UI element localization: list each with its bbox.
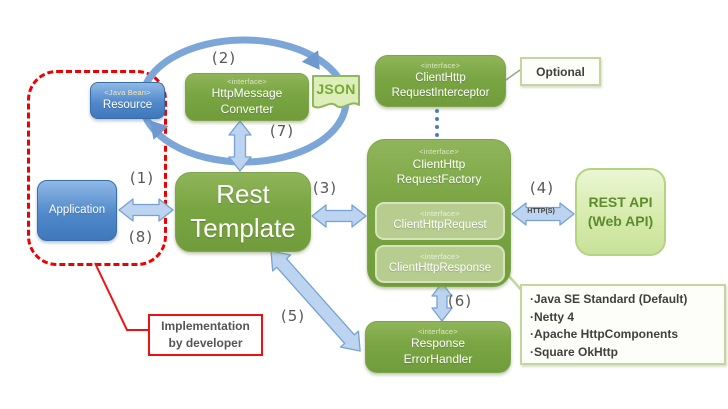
node-http-message-converter: <interface> HttpMessage Converter — [185, 73, 309, 121]
implementation-list-item: ·Java SE Standard (Default) — [530, 292, 688, 306]
rest-api-label-line2: (Web API) — [587, 213, 654, 229]
converter-stereotype: <interface> — [227, 76, 267, 86]
interceptor-label-line2: RequestInterceptor — [391, 86, 490, 99]
step-label-7: (7) — [269, 122, 295, 140]
step-label-2: (2) — [211, 49, 237, 67]
node-rest-template: Rest Template — [175, 172, 311, 252]
error-handler-stereotype: <interface> — [418, 326, 458, 336]
step-label-6: (6) — [447, 292, 473, 310]
step-label-3: (3) — [312, 179, 338, 197]
client-http-response-stereotype: <interface> — [420, 251, 460, 261]
impl-note-line2: by developer — [168, 336, 243, 350]
step-label-1: (1) — [129, 169, 155, 187]
developer-note-callout-line — [94, 262, 148, 331]
resource-stereotype: <Java Bean> — [104, 88, 151, 98]
arrow-converter-resttemplate — [228, 120, 252, 172]
implementation-list-item: ·Apache HttpComponents — [530, 327, 678, 341]
error-handler-label-line2: ErrorHandler — [403, 351, 473, 366]
implementation-list-item: ·Square OkHttp — [530, 344, 619, 359]
http-protocol-label: HTTP(S) — [527, 208, 555, 215]
step-label-4: (4) — [529, 179, 555, 197]
node-resource: <Java Bean> Resource — [90, 82, 165, 119]
application-label: Application — [48, 204, 106, 217]
node-client-http-response: <interface> ClientHttpResponse — [375, 245, 505, 283]
interceptor-factory-dotted-link — [435, 109, 439, 137]
loop-arrowhead-to-json-icon — [301, 50, 320, 70]
error-handler-label-line1: Response — [410, 336, 466, 351]
rest-template-label-line2: Template — [190, 213, 296, 243]
interceptor-stereotype: <interface> — [420, 61, 461, 71]
impl-note-line1: Implementation — [161, 318, 250, 333]
client-http-response-label: ClientHttpResponse — [388, 262, 492, 275]
client-http-request-stereotype: <interface> — [420, 208, 460, 218]
implementation-list-item: ·Netty 4 — [530, 309, 575, 324]
optional-note: Optional — [520, 57, 601, 86]
resource-label: Resource — [102, 98, 153, 111]
step-label-5: (5) — [280, 307, 306, 325]
node-client-http-request-interceptor: <interface> ClientHttp RequestIntercepto… — [375, 55, 506, 107]
node-response-error-handler: <interface> Response ErrorHandler — [365, 321, 511, 373]
rest-api-label-line1: REST API — [588, 194, 653, 211]
factory-stereotype: <interface> — [419, 147, 459, 156]
factory-label-line2: RequestFactory — [396, 172, 482, 187]
rest-template-label-line1: Rest — [216, 179, 270, 210]
interceptor-label-line1: ClientHttp — [415, 71, 466, 84]
client-http-request-label: ClientHttpRequest — [393, 219, 487, 232]
factory-implementations-note: ·Java SE Standard (Default) ·Netty 4 ·Apac… — [520, 284, 726, 365]
arrow-resttemplate-factory — [311, 204, 367, 228]
node-client-http-request-factory: <interface> ClientHttp RequestFactory <i… — [367, 139, 511, 287]
converter-label-line2: Converter — [220, 101, 274, 116]
json-document-shape: JSON — [311, 74, 361, 116]
implementation-by-developer-note: Implementation by developer — [148, 314, 263, 356]
arrow-resttemplate-errorhandler — [270, 250, 361, 352]
node-application: Application — [37, 180, 117, 241]
factory-label-line1: ClientHttp — [412, 156, 466, 171]
converter-label-line1: HttpMessage — [211, 86, 283, 101]
optional-label: Optional — [536, 64, 585, 79]
step-label-8: (8) — [128, 228, 154, 246]
node-client-http-request: <interface> ClientHttpRequest — [375, 202, 505, 240]
node-rest-api: REST API (Web API) — [575, 168, 666, 256]
json-label: JSON — [316, 81, 356, 97]
